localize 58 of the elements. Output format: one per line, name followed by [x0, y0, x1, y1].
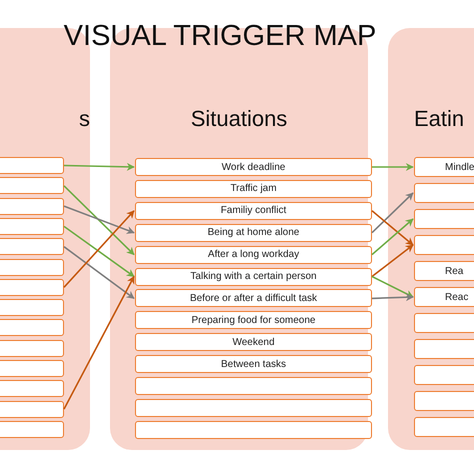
entry-text: Being at home alone — [208, 227, 300, 238]
arrow — [372, 276, 414, 298]
entry-box — [0, 380, 64, 398]
column-heading: s — [79, 106, 90, 132]
entry-text: Talking with a certain person — [190, 271, 317, 282]
entry-text: Reac — [445, 292, 468, 302]
entry-text: Between tasks — [220, 358, 286, 370]
entry-text: Mindle — [445, 162, 474, 172]
entry-box — [135, 289, 372, 308]
arrow — [372, 244, 414, 278]
entry-text: Rea — [445, 266, 464, 276]
entry-text: Preparing food for someone — [192, 314, 316, 326]
entry-box — [0, 258, 64, 276]
entry-box — [135, 158, 372, 176]
entry-text: Work deadline — [222, 162, 286, 172]
entry-text: Weekend — [232, 336, 275, 348]
column-heading: Situations — [190, 106, 288, 132]
entry-box — [0, 218, 64, 235]
entry-box — [0, 177, 64, 194]
entry-text: Before or after a difficult task — [190, 292, 318, 304]
entry-box — [135, 268, 372, 286]
entry-box — [135, 202, 372, 220]
arrow — [371, 210, 414, 246]
arrow — [64, 205, 135, 234]
entry-box — [135, 377, 372, 395]
arrow — [371, 218, 414, 256]
entry-box — [135, 398, 372, 417]
entry-box — [0, 157, 64, 174]
entry-text: After a long workday — [208, 249, 300, 260]
entry-box — [0, 299, 64, 316]
entry-box — [0, 340, 64, 357]
entry-box — [135, 180, 372, 198]
arrow — [372, 163, 414, 171]
arrow — [63, 210, 135, 288]
entry-box — [0, 198, 64, 215]
entry-text: Familiy conflict — [220, 205, 286, 216]
entry-box — [135, 355, 372, 374]
arrow — [63, 185, 135, 256]
arrow — [372, 293, 414, 302]
entry-box — [0, 420, 64, 438]
map-title: VISUAL TRIGGER MAP — [62, 20, 378, 53]
column-heading: Eatin — [414, 106, 464, 132]
entry-text: Traffic jam — [230, 183, 277, 194]
entry-box — [135, 311, 372, 330]
entry-box — [0, 360, 64, 377]
arrow — [64, 246, 135, 300]
arrow — [64, 162, 135, 171]
entry-box — [135, 224, 372, 242]
entry-box — [135, 333, 372, 352]
entry-box — [135, 420, 372, 439]
arrow — [64, 226, 135, 278]
arrow — [371, 192, 414, 234]
entry-box — [0, 278, 64, 296]
entry-box — [135, 246, 372, 264]
entry-box — [0, 319, 64, 336]
arrow — [63, 276, 135, 410]
entry-box — [0, 400, 64, 418]
entry-box — [0, 238, 64, 256]
